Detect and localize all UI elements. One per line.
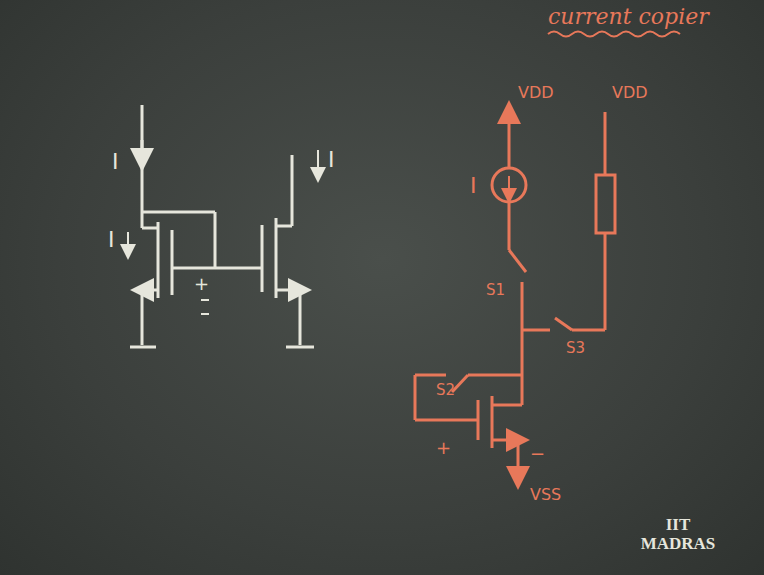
chalk-label: VDD (612, 84, 648, 102)
chalk-label: + (436, 438, 451, 458)
current-copier (415, 112, 615, 478)
current-mirror (128, 105, 318, 347)
chalk-label: S3 (566, 340, 585, 357)
chalk-label: I (112, 150, 119, 174)
chalk-label: S1 (486, 282, 505, 299)
board-title: current copier (548, 4, 709, 29)
chalk-label: S2 (436, 382, 455, 399)
title-squiggle (548, 32, 680, 37)
chalk-label: VSS (530, 486, 561, 504)
chalk-label: − (530, 444, 545, 464)
chalk-label: + (194, 274, 209, 294)
chalk-label: I (470, 174, 477, 198)
chalk-label: IIT MADRAS (638, 516, 718, 553)
chalk-label: VDD (518, 84, 554, 102)
chalk-label: I (108, 228, 115, 252)
chalk-label: I (328, 148, 335, 172)
